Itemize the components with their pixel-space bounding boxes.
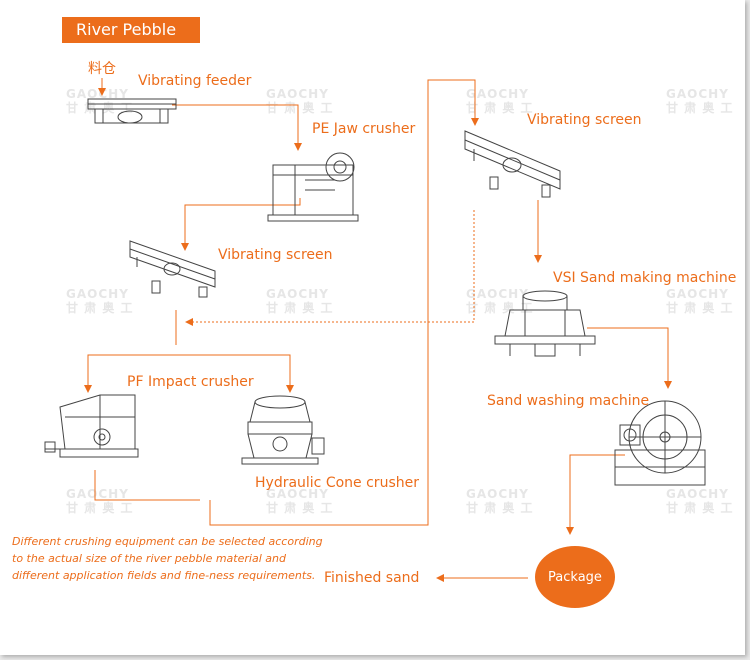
- label-pf-impact: PF Impact crusher: [127, 374, 254, 390]
- label-vsi: VSI Sand making machine: [553, 270, 737, 286]
- arrow-jaw-to-screen: [181, 198, 301, 251]
- package-node: Package: [535, 546, 615, 608]
- arrow-return-to-screen: [186, 210, 475, 323]
- selection-note: Different crushing equipment can be sele…: [12, 535, 323, 582]
- pf-impact-crusher-icon: [44, 394, 139, 458]
- label-cone-crusher: Hydraulic Cone crusher: [255, 475, 419, 491]
- diagram-title: River Pebble: [62, 17, 200, 43]
- label-vibrating-screen-right: Vibrating screen: [527, 112, 642, 128]
- label-vibrating-feeder: Vibrating feeder: [138, 73, 252, 89]
- arrow-split: [87, 354, 294, 393]
- arrow-loop-to-screen: [94, 470, 200, 501]
- label-feed-bin: 料仓: [88, 61, 116, 77]
- arrow-washing-to-package: [566, 454, 625, 535]
- arrow-vsi-to-washing: [587, 327, 672, 389]
- vibrating-screen-right-icon: [464, 130, 561, 198]
- label-washing: Sand washing machine: [487, 393, 650, 409]
- label-vibrating-screen-left: Vibrating screen: [218, 247, 333, 263]
- sand-washing-machine-icon: [614, 400, 706, 486]
- vibrating-screen-left-icon: [129, 240, 216, 298]
- vsi-sand-maker-icon: [494, 290, 596, 357]
- label-jaw-crusher: PE Jaw crusher: [312, 121, 416, 137]
- jaw-crusher-icon: [267, 152, 359, 222]
- vibrating-feeder-icon: [87, 98, 177, 124]
- label-finished-sand: Finished sand: [324, 570, 420, 586]
- arrow-feeder-to-jaw: [172, 104, 302, 151]
- cone-crusher-icon: [241, 395, 325, 465]
